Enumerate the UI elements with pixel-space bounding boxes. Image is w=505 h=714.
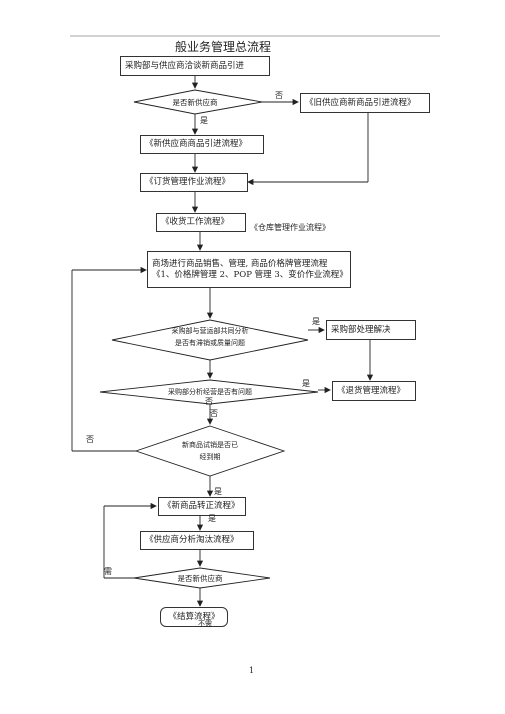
label-no-4: 否: [86, 435, 94, 444]
store-management-line1: 商场进行商品销售、管理, 商品价格牌管理流程: [152, 258, 328, 269]
decision-trial-line2: 经到期: [199, 453, 221, 461]
return-process: 《退货管理流程》: [332, 381, 416, 401]
label-yes-3: 是: [302, 379, 310, 388]
old-supplier-process: 《旧供应商新商品引进流程》: [300, 93, 430, 113]
decision-new-supplier2-text: 是否新供应商: [177, 574, 223, 583]
label-no-1: 否: [275, 91, 283, 100]
store-management-line2: 《1、价格牌管理 2、POP 管理 3、变价作业流程》: [152, 269, 348, 280]
warehouse-process: 《仓库管理作业流程》: [250, 223, 330, 232]
decision-slow-text: 采购部与营运部共同分析 是否有滞销或质量问题: [150, 325, 270, 349]
decision-slow-line1: 采购部与营运部共同分析: [171, 327, 249, 335]
start-node: 采购部与供应商洽谈新商品引进: [120, 56, 270, 76]
decision-new-supplier-text: 是否新供应商: [172, 98, 218, 107]
receiving-process: 《收货工作流程》: [156, 213, 246, 232]
label-yes-5: 是: [208, 514, 216, 523]
decision-slow-line2: 是否有滞销或质量问题: [175, 339, 245, 347]
new-supplier-process: 《新供应商商品引进流程》: [140, 135, 264, 154]
purchasing-resolve: 采购部处理解决: [326, 320, 416, 340]
store-management-box: 商场进行商品销售、管理, 商品价格牌管理流程 《1、价格牌管理 2、POP 管理…: [147, 251, 351, 288]
page-title: 般业务管理总流程: [175, 40, 272, 54]
supplier-elimination: 《供应商分析淘汰流程》: [140, 531, 254, 550]
label-no-2: 否: [205, 397, 213, 406]
label-need: 需: [104, 567, 112, 576]
decision-trial-text: 新商品试销是否已 经到期: [160, 439, 260, 463]
label-not-need: 不需: [198, 620, 212, 628]
label-yes-2: 是: [312, 317, 320, 326]
order-process: 《订货管理作业流程》: [140, 173, 248, 192]
decision-supplier-text: 采购部分析经营是否有问题: [168, 388, 252, 396]
label-yes-1: 是: [200, 116, 208, 125]
label-yes-4: 是: [214, 487, 222, 496]
page-number: 1: [249, 666, 255, 675]
new-product-confirm: 《新商品转正流程》: [158, 497, 246, 516]
settlement-process: 《结算流程》: [160, 607, 228, 627]
label-no-3: 否: [210, 409, 218, 418]
decision-trial-line1: 新商品试销是否已: [182, 441, 238, 449]
